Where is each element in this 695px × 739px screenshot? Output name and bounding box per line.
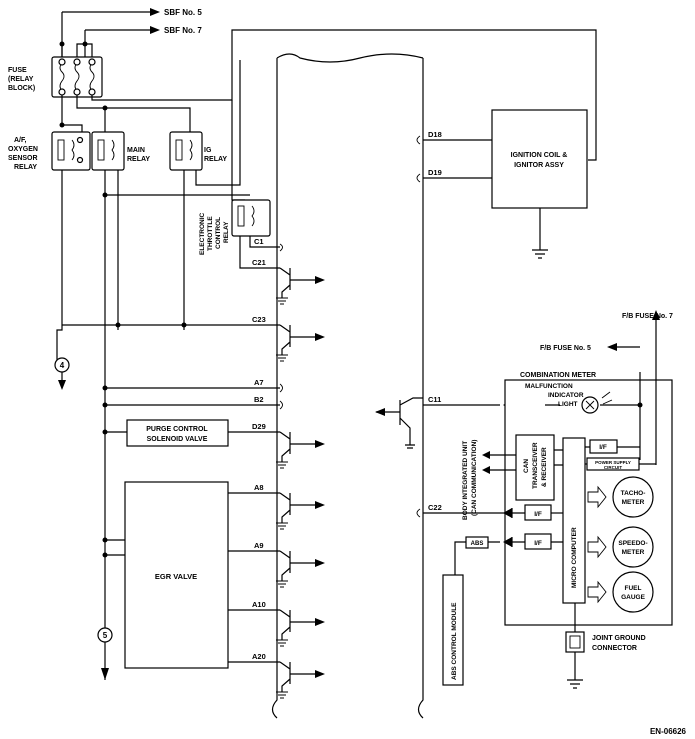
meter-title: COMBINATION METER — [520, 372, 596, 379]
oxy-relay-label-3: SENSOR — [8, 155, 38, 162]
speedo-gauge — [612, 526, 654, 568]
micro-label: MICRO COMPUTER — [571, 527, 578, 588]
can-label-2: TRANSCEIVER — [532, 442, 539, 489]
ig-relay-label-1: IG — [204, 147, 212, 154]
sbf5-label: SBF No. 5 — [164, 8, 202, 17]
connector-5 — [97, 627, 113, 643]
oxy-relay-label-2: OXYGEN — [8, 146, 38, 153]
etc-relay-label-2: THROTTLE — [207, 216, 214, 251]
main-relay-label-1: MAIN — [127, 147, 145, 154]
abs-module — [442, 574, 464, 686]
tacho-label-2: METER — [622, 499, 645, 506]
psu-label-2: CIRCUIT — [604, 465, 622, 470]
purge-valve — [126, 419, 229, 447]
pin-d19: D19 — [428, 168, 442, 177]
pin-a9: A9 — [254, 541, 264, 550]
fuse-label-2: (RELAY — [8, 76, 34, 83]
abs-tag-label: ABS — [471, 541, 484, 547]
pin-a10: A10 — [252, 600, 266, 609]
pin-c22: C22 — [428, 503, 442, 512]
fuel-label-2: GAUGE — [621, 594, 646, 601]
can-label-3: & RECEIVER — [541, 447, 548, 487]
fb-fuse5-label: F/B FUSE No. 5 — [540, 345, 591, 352]
pin-c23: C23 — [252, 315, 266, 324]
pin-b2: B2 — [254, 395, 264, 404]
oxy-relay-label-4: RELAY — [14, 164, 37, 171]
can-transceiver — [515, 434, 555, 501]
pin-d18: D18 — [428, 130, 442, 139]
mil-label-1: MALFUNCTION — [525, 383, 573, 390]
egr-label: EGR VALVE — [155, 572, 197, 581]
ignition-label-1: IGNITION COIL & — [511, 152, 568, 159]
etc-relay — [231, 199, 271, 237]
sbf5-arrow — [150, 8, 160, 16]
speedo-label-1: SPEEDO- — [618, 540, 647, 547]
joint-ground — [565, 631, 585, 653]
fuse-label-1: FUSE — [8, 67, 27, 74]
biu-label-2: (CAN COMMUNICATION) — [471, 440, 478, 516]
sbf7-arrow — [150, 26, 160, 34]
if-abs-label: I/F — [534, 540, 542, 547]
ground-label-2: CONNECTOR — [592, 645, 637, 652]
connector-5-label: 5 — [103, 631, 108, 640]
pin-c21: C21 — [252, 258, 266, 267]
mil-label-2: INDICATOR — [548, 392, 584, 399]
pin-a20: A20 — [252, 652, 266, 661]
sbf7-label: SBF No. 7 — [164, 26, 202, 35]
if-top-label: I/F — [599, 444, 607, 451]
pin-d29: D29 — [252, 422, 266, 431]
tacho-label-1: TACHO- — [621, 490, 646, 497]
ecm-transistors — [279, 267, 315, 692]
if-c22-label: I/F — [534, 511, 542, 518]
oxy-relay-label-1: A/F, — [14, 137, 27, 144]
pin-c1: C1 — [254, 237, 264, 246]
main-relay-label-2: RELAY — [127, 156, 150, 163]
pin-a7: A7 — [254, 378, 264, 387]
abs-module-label: ABS CONTROL MODULE — [451, 602, 458, 680]
ig-relay-label-2: RELAY — [204, 156, 227, 163]
pin-a8: A8 — [254, 483, 264, 492]
etc-relay-label-4: RELAY — [223, 221, 230, 243]
micro-computer — [562, 437, 586, 604]
main-relay — [91, 131, 125, 171]
fuse-label-3: BLOCK) — [8, 85, 35, 92]
figure-code: EN-06626 — [650, 727, 687, 736]
etc-relay-label-1: ELECTRONIC — [199, 212, 206, 255]
biu-label-1: BODY INTEGRATED UNIT — [462, 441, 469, 520]
ig-relay — [169, 131, 203, 171]
etc-relay-label-3: CONTROL — [215, 217, 222, 249]
purge-label-2: SOLENOID VALVE — [147, 436, 208, 443]
sbf7-wire — [84, 29, 150, 60]
purge-label-1: PURGE CONTROL — [146, 426, 208, 433]
down-arrow-5 — [101, 668, 109, 680]
speedo-label-2: METER — [622, 549, 645, 556]
gauge-arrows — [587, 485, 607, 604]
ecm-outline — [271, 53, 424, 719]
can-label-1: CAN — [523, 459, 530, 473]
tacho-gauge — [612, 476, 654, 518]
fuse-symbols — [59, 62, 95, 92]
fuel-label-1: FUEL — [625, 585, 642, 592]
ground-label-1: JOINT GROUND — [592, 635, 646, 642]
sbf5-wire — [61, 11, 150, 60]
pin-c11: C11 — [428, 395, 441, 404]
psu-label-1: POWER SUPPLY — [595, 460, 631, 465]
connector-4-label: 4 — [60, 361, 65, 370]
ignition-coil — [491, 109, 588, 209]
mil-label-3: LIGHT — [558, 401, 578, 408]
egr-valve — [124, 481, 229, 669]
ignition-label-2: IGNITOR ASSY — [514, 162, 564, 169]
fb-fuse7-label: F/B FUSE No. 7 — [622, 313, 673, 320]
fuel-gauge — [612, 571, 654, 613]
